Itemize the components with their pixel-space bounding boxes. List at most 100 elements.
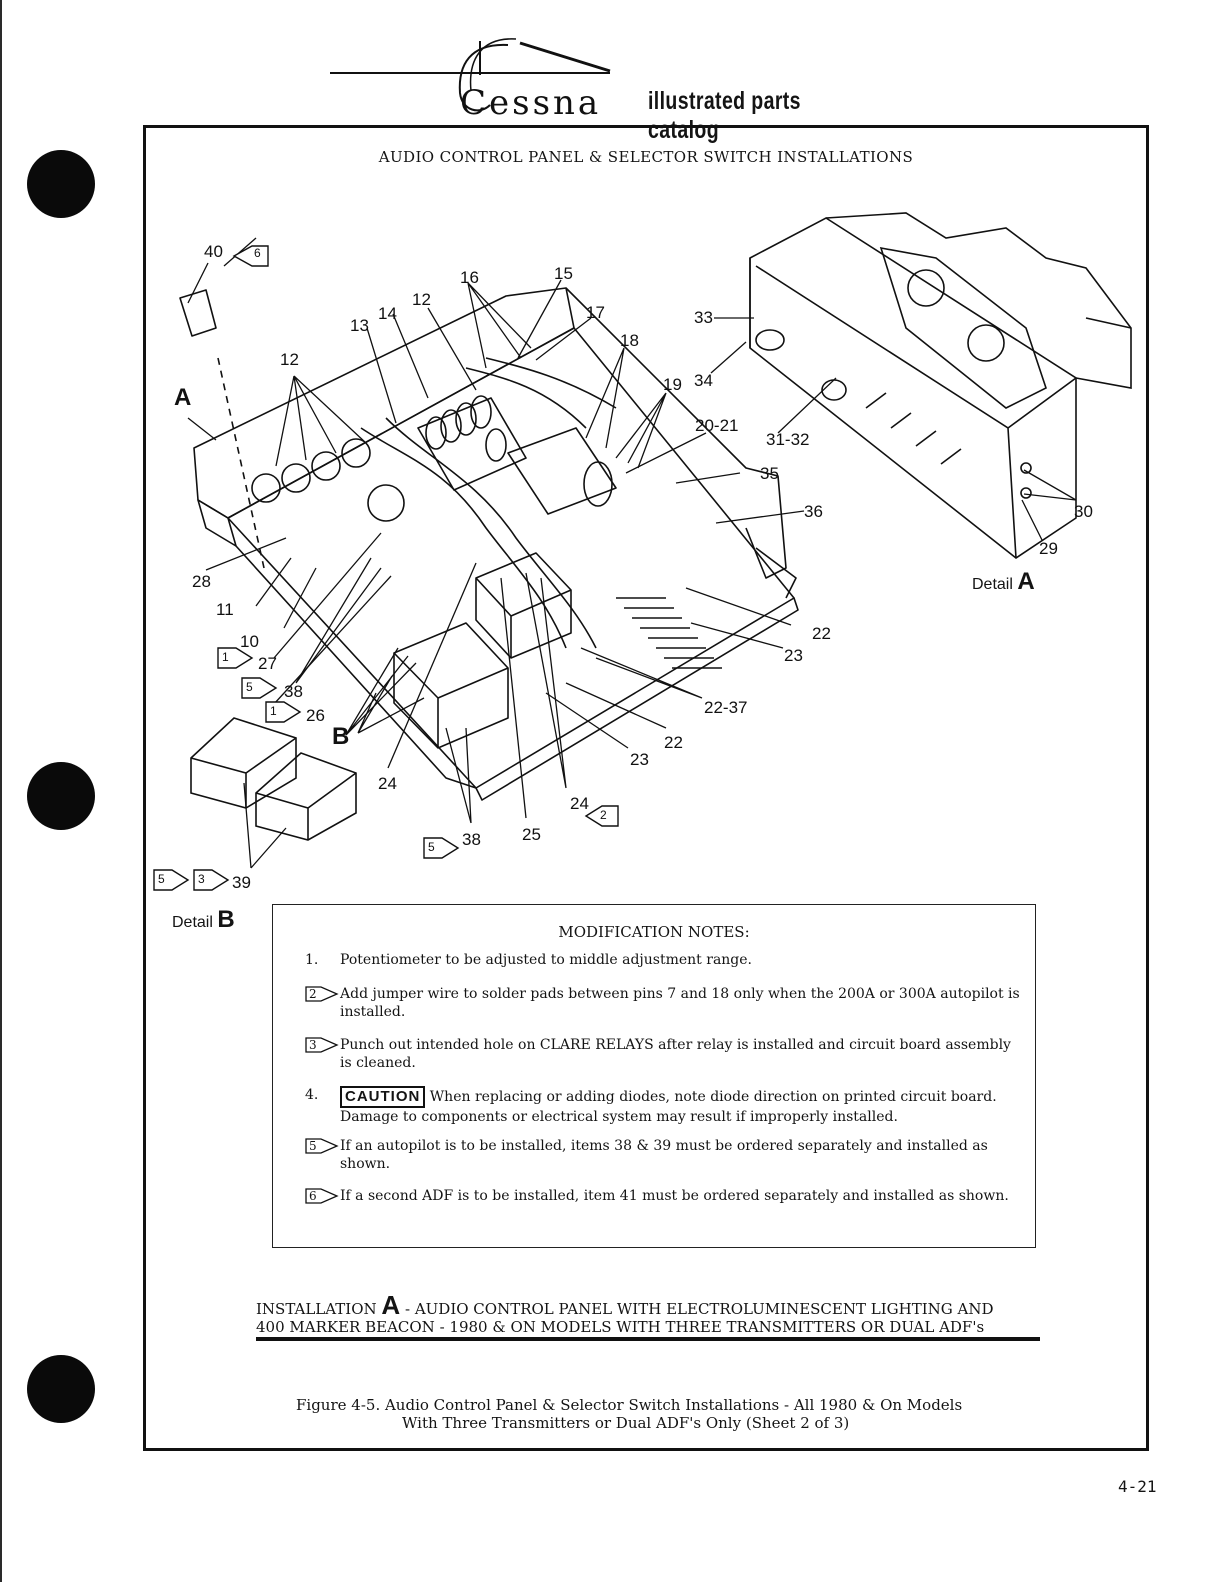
- callout-38-upper: 38: [284, 682, 303, 701]
- callout-35: 35: [760, 464, 779, 483]
- relay-block-2: [475, 552, 572, 659]
- lamp-socket: [179, 289, 217, 337]
- callout-26: 26: [306, 706, 325, 725]
- notes-title: MODIFICATION NOTES:: [558, 923, 750, 941]
- callout-40: 40: [204, 242, 223, 261]
- note-2-number: 2: [309, 987, 317, 1001]
- note-3-number: 3: [309, 1038, 317, 1052]
- note-4-number: 4.: [305, 1087, 319, 1103]
- callout-11: 11: [216, 600, 234, 619]
- note-flag-6-icon: [305, 1188, 339, 1204]
- callout-23-upper: 23: [784, 646, 803, 665]
- binder-hole-top: [27, 150, 95, 218]
- note-6-text: If a second ADF is to be installed, item…: [340, 1188, 1009, 1204]
- note-4-text: When replacing or adding diodes, note di…: [340, 1089, 997, 1125]
- callout-12-left: 12: [280, 350, 299, 369]
- binder-hole-middle: [27, 762, 95, 830]
- detail-b-caption: Detail B: [172, 906, 235, 934]
- figure-caption-line-2: With Three Transmitters or Dual ADF's On…: [402, 1414, 850, 1432]
- rotary-switch-stack: [417, 397, 527, 491]
- figure-caption-line-1: Figure 4-5. Audio Control Panel & Select…: [296, 1396, 963, 1414]
- capacitor: [507, 427, 617, 515]
- detail-a-label: Detail: [972, 576, 1013, 593]
- callout-36: 36: [804, 502, 823, 521]
- callout-38-upper-flag: 5: [246, 680, 253, 694]
- callout-25: 25: [522, 825, 541, 844]
- header-rule: [330, 72, 610, 74]
- callout-10: 10: [240, 632, 259, 651]
- callout-24-right-flag: 2: [600, 808, 607, 822]
- callout-27-flag: 1: [222, 650, 229, 664]
- callout-30: 30: [1074, 502, 1093, 521]
- callout-33: 33: [694, 308, 713, 327]
- note-6-number: 6: [309, 1189, 317, 1203]
- leader-lines: [187, 237, 1077, 869]
- callout-39: 39: [232, 873, 251, 892]
- catalog-title: illustrated parts catalog: [648, 87, 801, 144]
- catalog-header: Cessna illustrated parts catalog: [330, 35, 870, 144]
- installation-letter: A: [381, 1290, 401, 1320]
- detail-a-letter: A: [1017, 568, 1035, 595]
- callout-14: 14: [378, 304, 397, 323]
- note-flags: [153, 245, 619, 891]
- callout-29: 29: [1039, 539, 1058, 558]
- callout-20-21: 20-21: [695, 416, 739, 435]
- mounting-bracket: [565, 287, 787, 579]
- callout-18: 18: [620, 331, 639, 350]
- installation-heading: INSTALLATION A - AUDIO CONTROL PANEL WIT…: [256, 1292, 1056, 1336]
- callout-24-right: 24: [570, 794, 589, 813]
- note-3-text: Punch out intended hole on CLARE RELAYS …: [340, 1037, 1011, 1071]
- note-4-body: CAUTION When replacing or adding diodes,…: [340, 1086, 1025, 1126]
- callout-24-left: 24: [378, 774, 397, 793]
- callout-27: 27: [258, 654, 277, 673]
- callout-22-37: 22-37: [704, 698, 748, 717]
- callout-31-32: 31-32: [766, 430, 810, 449]
- note-flag-3-icon: [305, 1037, 339, 1053]
- note-flag-5-icon: [305, 1138, 339, 1154]
- callout-17: 17: [586, 303, 605, 322]
- page-number: 4-21: [1118, 1477, 1157, 1496]
- detail-b-letter: B: [217, 906, 235, 933]
- callout-34: 34: [694, 371, 713, 390]
- detail-a-caption: Detail A: [972, 568, 1035, 596]
- callout-26-flag: 1: [270, 704, 277, 718]
- brand-name: Cessna: [460, 83, 602, 123]
- callout-39-flag-2: 3: [198, 872, 205, 886]
- callout-19: 19: [663, 375, 682, 394]
- callout-28: 28: [192, 572, 211, 591]
- panel-title: AUDIO CONTROL PANEL & SELECTOR SWITCH IN…: [378, 148, 914, 166]
- binder-hole-bottom: [27, 1355, 95, 1423]
- callout-22-lower: 22: [664, 733, 683, 752]
- panel-face: [197, 499, 237, 547]
- callout-13: 13: [350, 316, 369, 335]
- caution-badge: CAUTION: [340, 1086, 426, 1108]
- cessna-logo-mark: [458, 38, 611, 112]
- detail-a-illustration: [749, 212, 1132, 559]
- reference-letter-b: B: [332, 723, 350, 750]
- note-flag-2-icon: [305, 986, 339, 1002]
- exploded-view-diagram: [153, 212, 1132, 891]
- callout-12-upper: 12: [412, 290, 431, 309]
- relay-block-1: [393, 622, 509, 749]
- figure-frame: AUDIO CONTROL PANEL & SELECTOR SWITCH IN…: [143, 125, 1149, 1451]
- callout-38-lower: 38: [462, 830, 481, 849]
- note-1-number: 1.: [305, 952, 319, 968]
- callout-23-lower: 23: [630, 750, 649, 769]
- installation-prefix: INSTALLATION: [256, 1300, 377, 1318]
- installation-line-2: 400 MARKER BEACON - 1980 & ON MODELS WIT…: [256, 1318, 985, 1336]
- callout-22-upper: 22: [812, 624, 831, 643]
- note-5-number: 5: [309, 1139, 317, 1153]
- callout-16: 16: [460, 268, 479, 287]
- note-5-text: If an autopilot is to be installed, item…: [340, 1138, 988, 1172]
- note-2-text: Add jumper wire to solder pads between p…: [340, 986, 1020, 1020]
- callout-38-lower-flag: 5: [428, 840, 435, 854]
- installation-underline: [256, 1337, 1040, 1341]
- callout-39-flag-1: 5: [158, 872, 165, 886]
- modification-notes-box: MODIFICATION NOTES: 1. Potentiometer to …: [272, 904, 1036, 1248]
- page-left-edge: [0, 0, 2, 1582]
- detail-b-label: Detail: [172, 914, 213, 931]
- reference-letter-a: A: [174, 384, 192, 411]
- installation-line-1: - AUDIO CONTROL PANEL WITH ELECTROLUMINE…: [404, 1300, 994, 1318]
- note-1-text: Potentiometer to be adjusted to middle a…: [340, 952, 753, 968]
- figure-caption: Figure 4-5. Audio Control Panel & Select…: [296, 1396, 1056, 1432]
